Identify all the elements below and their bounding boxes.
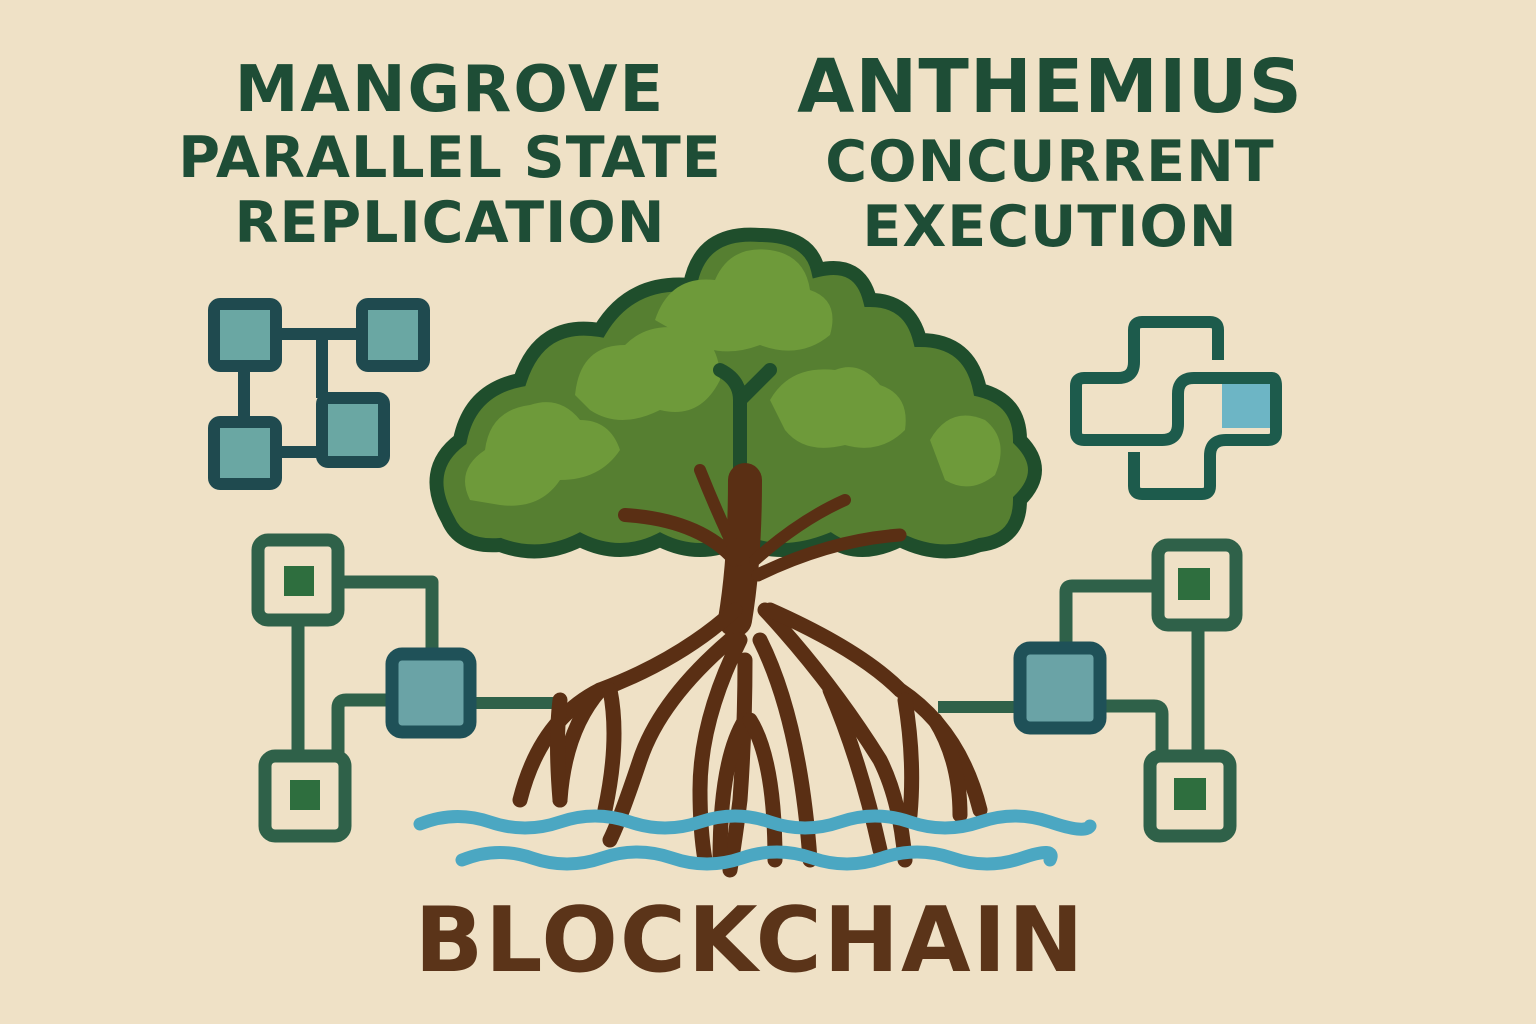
block-network-icon bbox=[208, 298, 430, 490]
water-waves-icon bbox=[413, 809, 1097, 871]
anthemius-title: ANTHEMIUS CONCURRENT EXECUTION bbox=[770, 50, 1330, 256]
blockchain-label: BLOCKCHAIN bbox=[414, 888, 1086, 993]
anthemius-title-line1: ANTHEMIUS bbox=[797, 44, 1303, 130]
mangrove-title-line2: PARALLEL STATE bbox=[178, 125, 722, 191]
mangrove-title: MANGROVE PARALLEL STATE REPLICATION bbox=[150, 58, 750, 252]
anthemius-title-line2: CONCURRENT bbox=[825, 129, 1275, 195]
circuit-blocks-left-icon bbox=[251, 533, 565, 843]
mangrove-tree-icon bbox=[429, 227, 1042, 878]
mangrove-title-line3: REPLICATION bbox=[234, 190, 666, 256]
anthemius-title-line3: EXECUTION bbox=[862, 194, 1238, 260]
interlocking-cross-icon bbox=[1070, 316, 1282, 500]
mangrove-title-line1: MANGROVE bbox=[234, 53, 666, 127]
circuit-blocks-right-icon bbox=[938, 538, 1243, 843]
